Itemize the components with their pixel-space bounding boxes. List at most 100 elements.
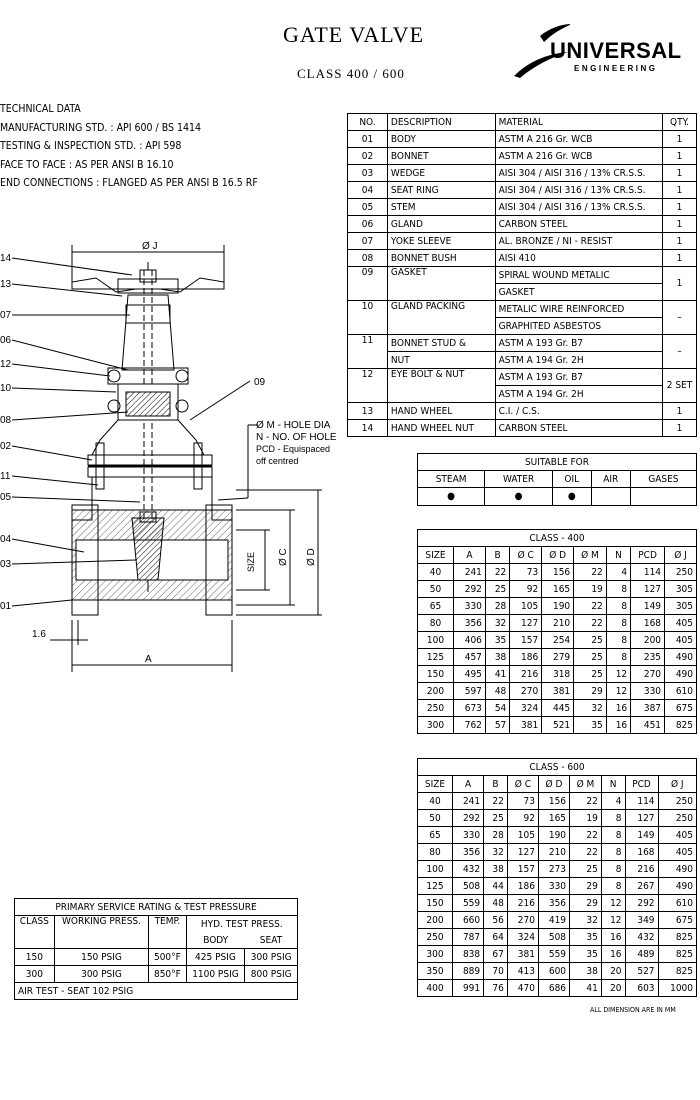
dim-cell: 8 bbox=[600, 843, 626, 861]
dim-cell: 405 bbox=[657, 826, 698, 844]
part-desc: BONNET bbox=[386, 147, 496, 165]
technical-data: TECHNICAL DATA MANUFACTURING STD. : API … bbox=[0, 100, 258, 193]
size-cell: 100 bbox=[417, 631, 454, 649]
air-test: AIR TEST - SEAT 102 PSIG bbox=[14, 982, 298, 1000]
dim-cell: 114 bbox=[630, 563, 666, 581]
dim-cell: 405 bbox=[664, 614, 697, 632]
part-qty: 1 bbox=[662, 266, 697, 301]
dim-a-label: A bbox=[145, 654, 152, 665]
dim-cell: 610 bbox=[657, 894, 698, 912]
hole-note-1: Ø M - HOLE DIA bbox=[256, 420, 331, 431]
size-cell: 40 bbox=[416, 792, 454, 810]
dimension-footnote: ALL DIMENSION ARE IN MM bbox=[590, 1006, 676, 1014]
part-qty: 1 bbox=[662, 232, 697, 250]
size-cell: 40 bbox=[417, 563, 454, 581]
dim-cell: 8 bbox=[605, 597, 632, 615]
dim-cell: 38 bbox=[569, 962, 602, 980]
dim-cell: 165 bbox=[537, 809, 571, 827]
dim-cell: 610 bbox=[664, 682, 697, 700]
part-material: ASTM A 216 Gr. WCB bbox=[494, 130, 664, 148]
dim-cell: 356 bbox=[452, 843, 485, 861]
column-header: NO. bbox=[347, 113, 388, 131]
column-header: Ø J bbox=[657, 775, 698, 793]
size-cell: 400 bbox=[416, 979, 454, 997]
column-header: A bbox=[452, 775, 485, 793]
dim-cell: 57 bbox=[484, 716, 511, 734]
column-header: Ø J bbox=[664, 546, 697, 564]
part-desc: GASKET bbox=[386, 266, 496, 301]
dim-cell: 16 bbox=[600, 928, 626, 946]
media-label: STEAM bbox=[416, 470, 486, 488]
dim-cell: 270 bbox=[506, 911, 539, 929]
dim-cell: 825 bbox=[664, 716, 697, 734]
rating-cell: 500°F bbox=[148, 948, 187, 966]
part-material: C.I. / C.S. bbox=[494, 402, 664, 420]
dim-cell: 762 bbox=[452, 716, 486, 734]
dim-cell: 324 bbox=[506, 928, 539, 946]
dim-cell: 8 bbox=[605, 648, 632, 666]
dim-cell: 22 bbox=[569, 826, 602, 844]
dim-cell: 22 bbox=[573, 563, 607, 581]
dim-cell: 490 bbox=[657, 860, 698, 878]
dim-cell: 675 bbox=[664, 699, 697, 717]
part-qty: – bbox=[662, 300, 697, 335]
dim-cell: 508 bbox=[537, 928, 571, 946]
part-material: ASTM A 193 Gr. B7 bbox=[494, 368, 664, 386]
dim-cell: 470 bbox=[506, 979, 539, 997]
class-600-title: CLASS - 600 bbox=[417, 758, 697, 776]
rating-header-body: BODY bbox=[185, 932, 245, 949]
size-cell: 50 bbox=[417, 580, 454, 598]
valve-drawing: 14 13 07 06 12 10 08 02 11 05 04 03 01 0… bbox=[0, 241, 337, 672]
size-cell: 100 bbox=[416, 860, 454, 878]
column-header: N bbox=[605, 546, 632, 564]
dim-cell: 330 bbox=[537, 877, 571, 895]
dim-cell: 156 bbox=[537, 792, 571, 810]
column-header: PCD bbox=[624, 775, 659, 793]
dim-cell: 292 bbox=[452, 580, 486, 598]
dim-cell: 32 bbox=[569, 911, 602, 929]
size-cell: 350 bbox=[416, 962, 454, 980]
check-dot-icon bbox=[590, 487, 631, 506]
dim-cell: 991 bbox=[452, 979, 485, 997]
dim-cell: 19 bbox=[569, 809, 602, 827]
part-material: ASTM A 216 Gr. WCB bbox=[494, 147, 664, 165]
dim-cell: 157 bbox=[506, 860, 539, 878]
dim-size-label: SIZE bbox=[246, 552, 256, 572]
dim-cell: 20 bbox=[600, 962, 626, 980]
dim-cell: 32 bbox=[483, 843, 508, 861]
dim-cell: 825 bbox=[657, 928, 698, 946]
part-no: 04 bbox=[347, 181, 388, 199]
dim-cell: 12 bbox=[605, 682, 632, 700]
dim-cell: 405 bbox=[657, 843, 698, 861]
dim-cell: 56 bbox=[483, 911, 508, 929]
page-title: GATE VALVE bbox=[283, 22, 425, 47]
part-desc: HAND WHEEL bbox=[386, 402, 496, 420]
dim-cell: 305 bbox=[664, 597, 697, 615]
dim-cell: 406 bbox=[452, 631, 486, 649]
size-cell: 250 bbox=[417, 699, 454, 717]
column-header: Ø C bbox=[506, 775, 539, 793]
dim-cell: 156 bbox=[541, 563, 575, 581]
part-qty: 2 SET bbox=[662, 368, 697, 403]
dim-cell: 356 bbox=[452, 614, 486, 632]
dim-cell: 200 bbox=[630, 631, 666, 649]
dim-cell: 889 bbox=[452, 962, 485, 980]
part-material: GASKET bbox=[494, 283, 664, 301]
part-material: ASTM A 194 Gr. 2H bbox=[494, 385, 664, 403]
parts-header-row: NO. DESCRIPTION MATERIAL QTY. bbox=[347, 113, 697, 131]
dim-cell: 216 bbox=[506, 894, 539, 912]
column-header: Ø M bbox=[569, 775, 602, 793]
dim-cell: 597 bbox=[452, 682, 486, 700]
dim-cell: 38 bbox=[483, 860, 508, 878]
